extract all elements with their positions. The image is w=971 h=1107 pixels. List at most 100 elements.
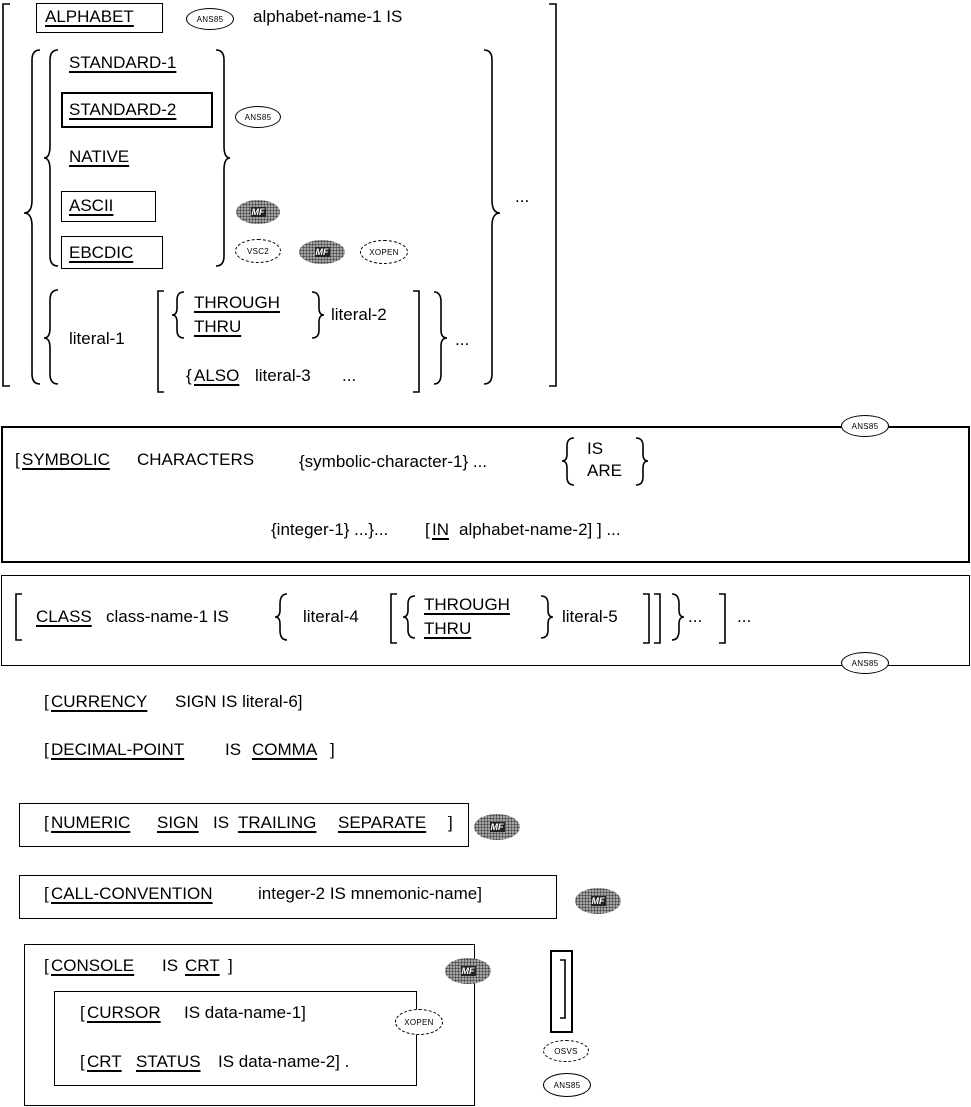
alphabet-ellipsis: ... <box>515 187 530 206</box>
decimal-is: IS <box>225 740 242 759</box>
in-open: [ <box>425 520 430 539</box>
currency-keyword: CURRENCY <box>51 692 148 711</box>
crt-status-rest: IS data-name-2] . <box>218 1052 350 1071</box>
cursor-keyword: CURSOR <box>87 1003 161 1022</box>
numeric-keyword: NUMERIC <box>51 813 131 832</box>
characters-text: CHARACTERS <box>137 450 255 469</box>
console-box <box>24 944 475 1106</box>
literal-5: literal-5 <box>562 607 618 626</box>
mf-badge: MF <box>236 200 280 224</box>
integer-1: {integer-1} ...}... <box>271 520 389 539</box>
literal-1: literal-1 <box>69 329 125 348</box>
alphabet-large-brace <box>23 49 41 385</box>
literal-right-brace <box>433 291 448 385</box>
call-convention-rest: integer-2 IS mnemonic-name] <box>258 884 482 903</box>
numeric-open: [ <box>44 813 49 832</box>
ans85-badge: ANS85 <box>841 415 889 437</box>
ans85-badge: ANS85 <box>841 652 889 674</box>
class-keyword: CLASS <box>36 607 92 626</box>
numeric-sign-box <box>19 803 469 847</box>
decimal-point-keyword: DECIMAL-POINT <box>51 740 185 759</box>
decimal-open: [ <box>44 740 49 759</box>
console-keyword: CONSOLE <box>51 956 135 975</box>
xopen-badge: XOPEN <box>395 1009 443 1035</box>
currency-open: [ <box>44 692 49 711</box>
symbolic-character-1: {symbolic-character-1} ... <box>299 452 488 471</box>
class-thru: THRU <box>424 619 472 638</box>
literal-3: literal-3 <box>255 366 311 385</box>
call-convention-box <box>19 875 557 919</box>
alphabet-keyword: ALPHABET <box>45 7 134 26</box>
console-is: IS <box>162 956 179 975</box>
mf-badge: MF <box>445 958 491 984</box>
cursor-open: [ <box>80 1003 85 1022</box>
vsc2-badge: VSC2 <box>235 239 281 263</box>
option-standard-1: STANDARD-1 <box>69 53 177 72</box>
is-option: IS <box>587 439 604 458</box>
symbolic-keyword: SYMBOLIC <box>22 450 110 469</box>
option-ascii-box <box>61 191 156 222</box>
literal-left-brace <box>43 289 59 385</box>
cursor-crtstatus-box <box>54 991 417 1086</box>
literal-square-brackets <box>157 290 420 393</box>
option-standard-2-box <box>61 92 213 128</box>
through-keyword: THROUGH <box>194 293 280 312</box>
literal-3-ellipsis: ... <box>342 366 357 385</box>
console-open: [ <box>44 956 49 975</box>
symbolic-characters-box <box>1 426 970 563</box>
crt-status-crt-keyword: CRT <box>87 1052 122 1071</box>
trailing-keyword: TRAILING <box>238 813 317 832</box>
option-ebcdic: EBCDIC <box>69 243 134 262</box>
class-through: THROUGH <box>424 595 510 614</box>
option-standard-2: STANDARD-2 <box>69 100 177 119</box>
ans85-badge: ANS85 <box>235 106 281 128</box>
option-native: NATIVE <box>69 147 130 166</box>
is-are-braces <box>561 437 649 486</box>
symbolic-open: [ <box>15 450 20 469</box>
options-right-brace <box>215 49 231 267</box>
separate-keyword: SEPARATE <box>338 813 427 832</box>
literal-2: literal-2 <box>331 305 387 324</box>
mf-badge: MF <box>474 814 520 840</box>
option-ascii: ASCII <box>69 196 114 215</box>
in-keyword: IN <box>432 520 449 539</box>
ans85-badge: ANS85 <box>543 1073 591 1097</box>
numeric-close: ] <box>448 813 453 832</box>
crt-keyword: CRT <box>185 956 220 975</box>
class-name-1-is: class-name-1 IS <box>106 607 229 626</box>
alphabet-name-1-is: alphabet-name-1 IS <box>253 7 403 26</box>
literal-4: literal-4 <box>303 607 359 626</box>
alphabet-group-right-bracket <box>483 49 501 385</box>
vertical-marker-bracket <box>560 959 566 1019</box>
console-close: ] <box>228 956 233 975</box>
sign-keyword: SIGN <box>157 813 199 832</box>
alphabet-name-2: alphabet-name-2] ] ... <box>459 520 621 539</box>
call-convention-keyword: CALL-CONVENTION <box>51 884 213 903</box>
alphabet-keyword-box <box>36 3 163 33</box>
cursor-rest: IS data-name-1] <box>184 1003 306 1022</box>
crtstatus-open: [ <box>80 1052 85 1071</box>
crt-status-keyword: STATUS <box>136 1052 201 1071</box>
thru-keyword: THRU <box>194 317 242 336</box>
call-open: [ <box>44 884 49 903</box>
mf-badge: MF <box>299 240 345 264</box>
ans85-badge: ANS85 <box>186 8 234 30</box>
options-left-brace <box>43 49 59 267</box>
vertical-marker-box <box>550 950 573 1033</box>
numeric-is: IS <box>213 813 230 832</box>
class-brackets <box>15 593 726 644</box>
comma-keyword: COMMA <box>252 740 318 759</box>
are-option: ARE <box>587 461 622 480</box>
decimal-close: ] <box>330 740 335 759</box>
xopen-badge: XOPEN <box>360 240 408 264</box>
alphabet-outer-bracket <box>2 3 557 387</box>
osvs-badge: OSVS <box>543 1040 589 1062</box>
class-ellipsis-2: ... <box>737 607 752 626</box>
literal-group-ellipsis: ... <box>455 330 470 349</box>
class-ellipsis-1: ... <box>688 607 703 626</box>
option-ebcdic-box <box>61 236 163 269</box>
currency-rest: SIGN IS literal-6] <box>175 692 303 711</box>
class-clause-box <box>1 575 970 666</box>
also-keyword: ALSO <box>194 366 240 385</box>
mf-badge: MF <box>575 888 621 914</box>
